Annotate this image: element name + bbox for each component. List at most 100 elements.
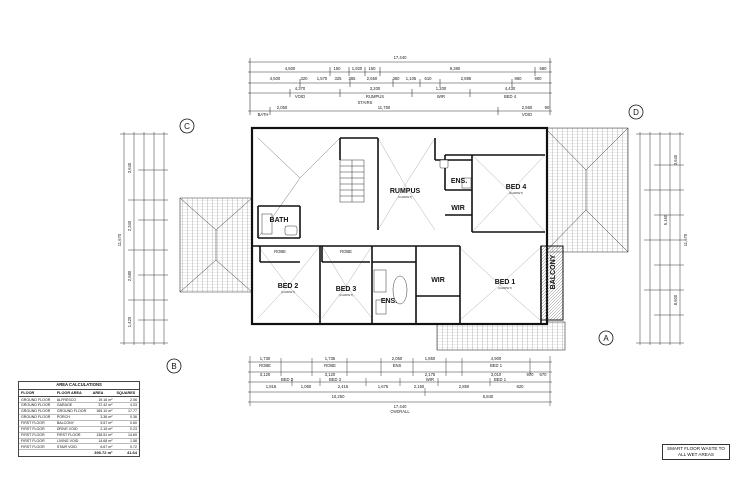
room-bed4: BED 4 (506, 184, 527, 191)
table-cell: FIRST FLOOR (19, 426, 55, 433)
table-cell: DRIVE VOID (54, 426, 91, 433)
area-table-title: AREA CALCULATIONS (19, 382, 139, 390)
dim: 670 (540, 372, 548, 377)
room-bed3-floor: (CARPET) (339, 293, 353, 297)
dim-label: VOID (522, 112, 532, 117)
table-cell: FIRST FLOOR (19, 443, 55, 451)
table-cell: 0.36 (114, 414, 139, 421)
table-cell: 0.72 (114, 443, 139, 451)
roof-right (544, 127, 629, 253)
dim-label: ROBE (324, 363, 336, 368)
dim: 2,175 (425, 372, 436, 377)
total-squares: 41.64 (114, 449, 139, 456)
table-cell: 2.15 m² (90, 426, 115, 433)
right-dimension-labels: 11,670 3,640 8,600 5,160 (663, 154, 688, 305)
dim: 3,010 (491, 372, 502, 377)
table-cell: LIVING VOID (54, 438, 91, 445)
table-cell: FIRST FLOOR (19, 420, 55, 427)
room-bed2: BED 2 (278, 283, 299, 290)
dim: 3,200 (370, 86, 381, 91)
dim-label: BED 1 (490, 363, 503, 368)
table-cell: 2.06 (114, 396, 139, 404)
dim-label: BED 3 (329, 377, 342, 382)
left-dimensions (120, 132, 168, 345)
dim: 365 (349, 76, 357, 81)
dim-label: BED 2 (281, 377, 294, 382)
dim: 680 (540, 66, 548, 71)
dim-label: BED 4 (504, 94, 517, 99)
grid-markers: A B C D (166, 104, 644, 374)
table-cell: 4.03 (114, 402, 139, 409)
table-cell: GROUND FLOOR (54, 408, 91, 415)
left-dimension-labels: 11,670 3,640 2,340 2,680 1,420 (117, 162, 132, 327)
table-cell: FIRST FLOOR (19, 438, 55, 445)
room-wir-bottom: WIR (431, 277, 445, 284)
dim: 610 (425, 76, 433, 81)
table-cell: FIRST FLOOR (19, 432, 55, 439)
room-bath: BATH (270, 217, 289, 224)
dim: 2,340 (127, 220, 132, 231)
table-cell: GARAGE (54, 402, 91, 409)
table-cell: FIRST FLOOR (54, 432, 91, 439)
roof-left (179, 197, 253, 293)
dim-label: BATH (258, 112, 269, 117)
dim: 2,415 (338, 384, 349, 389)
grid-marker-c: C (179, 118, 195, 134)
dim: 2,150 (414, 384, 425, 389)
dim: 90 (545, 105, 550, 110)
dim: 900 (535, 76, 543, 81)
dim-label: WIR (426, 377, 434, 382)
dim: 11,670 (117, 233, 122, 246)
dim: 325 (335, 76, 343, 81)
room-bed1: BED 1 (495, 279, 516, 286)
dim: 3,640 (127, 162, 132, 173)
dim: 150 (334, 66, 342, 71)
room-robe-left: ROBE (274, 249, 286, 254)
room-wir-top: WIR (451, 205, 465, 212)
dim: 1,060 (301, 384, 312, 389)
dim: 1,816 (266, 384, 277, 389)
table-cell: STAIR VOID (54, 443, 91, 451)
area-table-header-row: FLOOR FLOOR AREA AREA SQUARES (19, 389, 139, 398)
total-area: 390.72 m² (90, 449, 115, 456)
grid-marker-d-label: D (633, 108, 639, 117)
dim: 2,850 (459, 384, 470, 389)
dim-label: WIR (437, 94, 445, 99)
dim-label: ENS (393, 363, 402, 368)
dim-top-overall: 17,440 (394, 55, 407, 60)
table-cell: ALFRESCO (54, 396, 91, 404)
dim: 820 (517, 384, 525, 389)
table-cell: 165.10 m² (90, 408, 115, 415)
room-bed1-floor: (CARPET) (498, 286, 512, 290)
dim-label: STAIRS (358, 100, 373, 105)
top-dimensions (248, 58, 552, 115)
area-calculations-table: AREA CALCULATIONS FLOOR FLOOR AREA AREA … (18, 381, 140, 457)
grid-marker-c-label: C (184, 122, 190, 131)
top-dimension-labels: 17,440 4,500 150 1,920 150 9,380 680 4,5… (258, 55, 550, 117)
right-dimensions (636, 132, 684, 345)
room-bed4-floor: (CARPET) (509, 191, 523, 195)
dim: 11,750 (378, 105, 391, 110)
dim: 1,850 (425, 356, 436, 361)
bottom-dimension-labels: 1,730 1,735 2,050 1,850 4,900 ROBE ROBE … (259, 356, 547, 414)
table-cell-empty (54, 449, 91, 456)
dim: 8,600 (673, 294, 678, 305)
dim: 1,730 (260, 356, 271, 361)
dim: 360 (393, 76, 401, 81)
dim: 1,105 (406, 76, 417, 81)
grid-marker-b-label: B (171, 362, 176, 371)
dim: 10,250 (332, 394, 345, 399)
dim: 970 (527, 372, 535, 377)
roof-bottom-right (436, 321, 566, 351)
bath-fixtures (261, 159, 472, 315)
room-ens-bottom: ENS. (381, 298, 397, 305)
dim: 2,560 (522, 105, 533, 110)
waste-note: SMART FLOOR WASTE TO ALL WET AREAS (662, 444, 730, 460)
